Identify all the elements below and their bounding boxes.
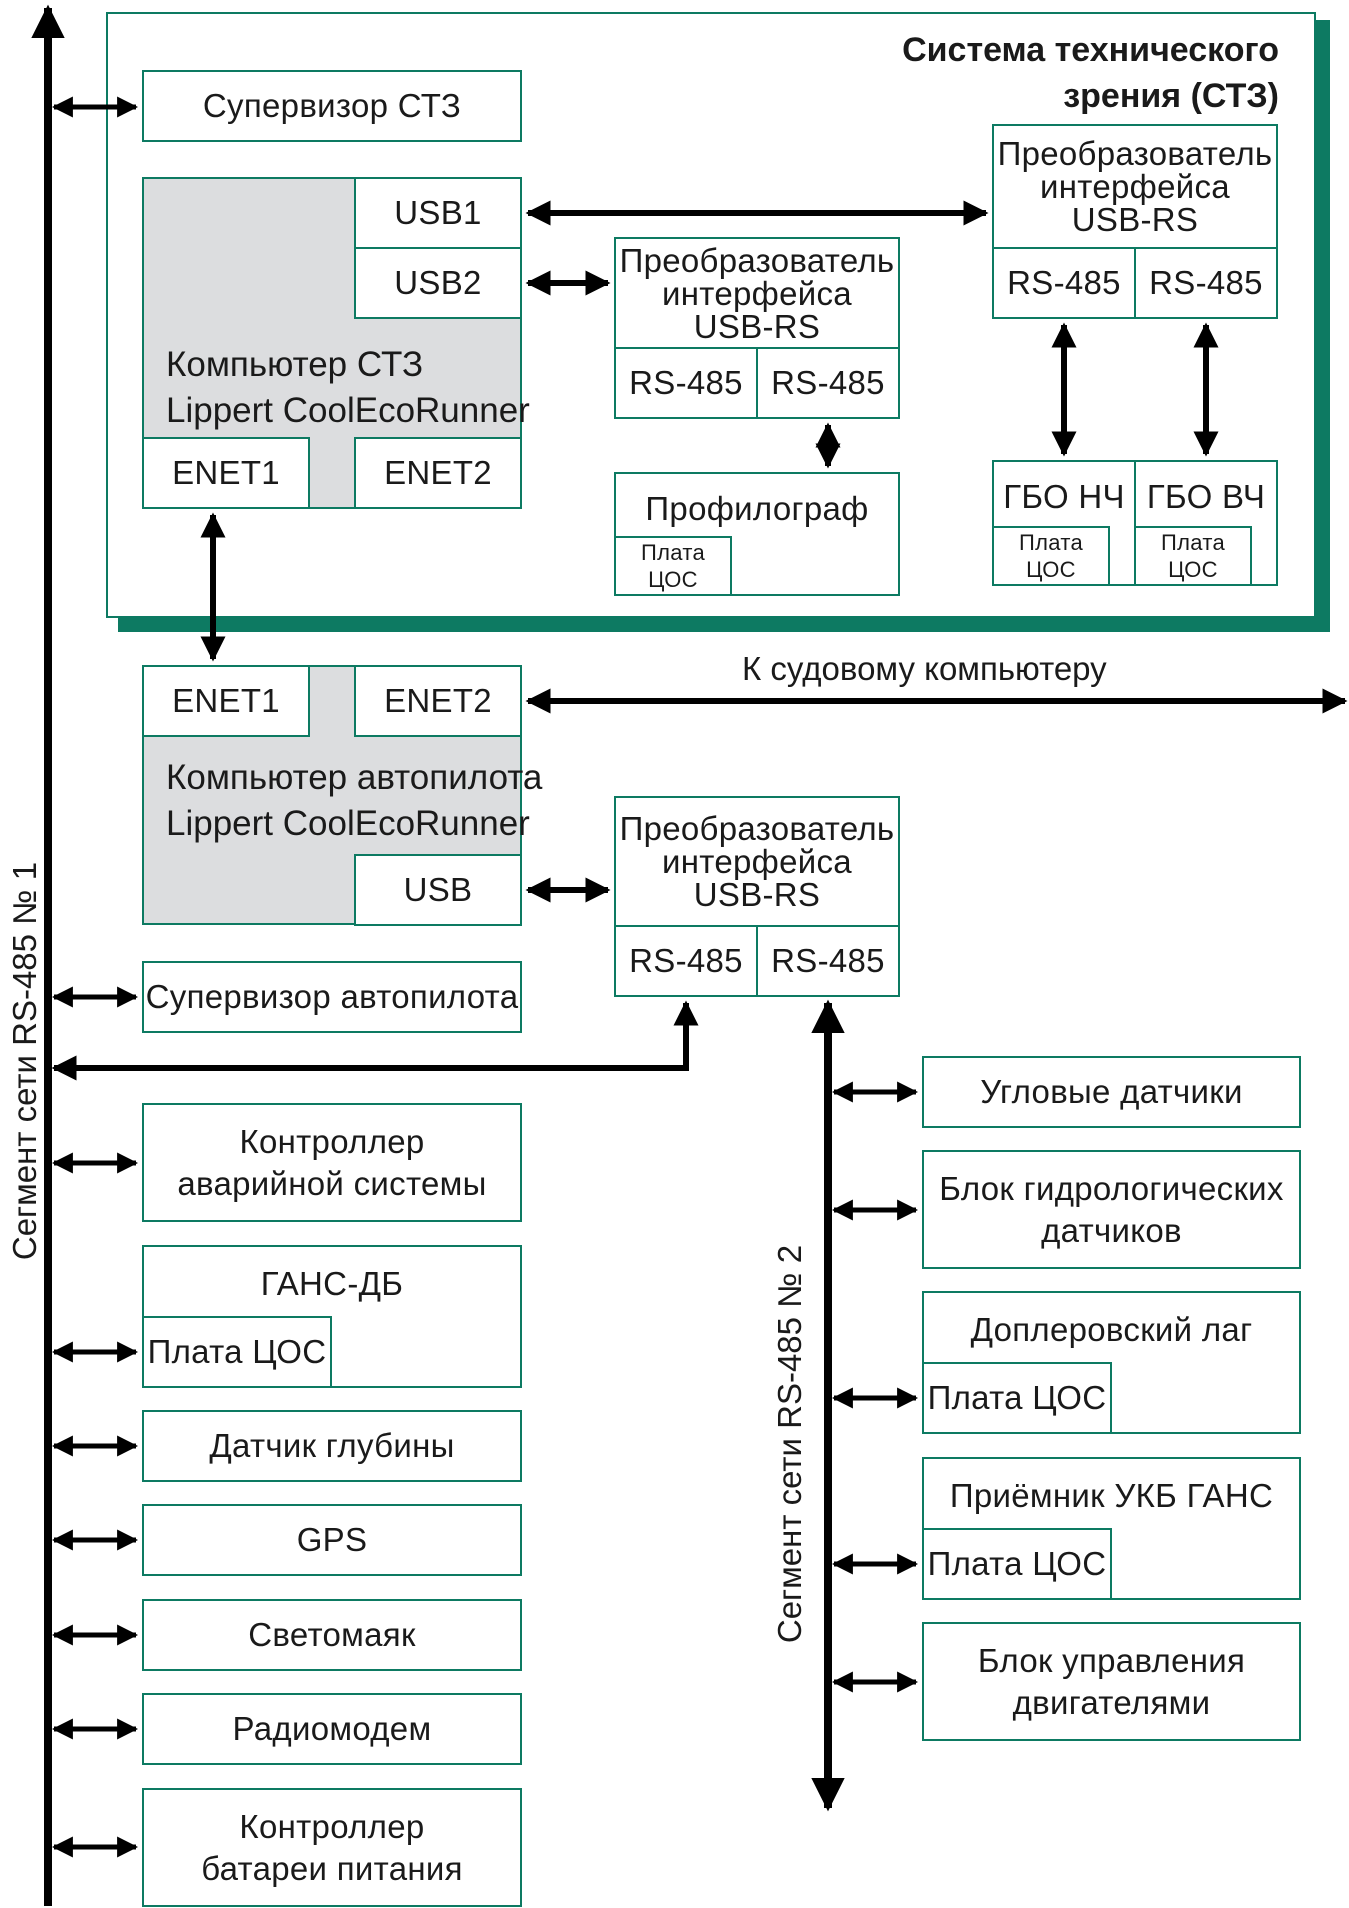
stz-converter-right-line1: Преобразователь — [997, 135, 1273, 172]
stz-title-line1: Система технического — [902, 31, 1279, 69]
gbo-lf-board-label: Плата ЦОС — [1019, 529, 1083, 583]
beacon-label: Светомаяк — [248, 1616, 416, 1654]
battery-controller: Контроллер батареи питания — [142, 1788, 522, 1907]
gbo-lf-label: ГБО НЧ — [1003, 478, 1125, 515]
depth-sensor-label: Датчик глубины — [209, 1427, 455, 1465]
doppler-log-board-label: Плата ЦОС — [927, 1379, 1107, 1417]
gbo-hf-board: Плата ЦОС — [1134, 526, 1252, 586]
gbo-hf-label: ГБО ВЧ — [1146, 478, 1266, 515]
autopilot-converter: Преобразователь интерфейса USB-RS — [614, 796, 900, 927]
gans-db-board-label: Плата ЦОС — [147, 1333, 327, 1371]
stz-title: Система технического зрения (СТЗ) — [902, 28, 1279, 120]
ukb-gans-receiver-board-label: Плата ЦОС — [927, 1545, 1107, 1583]
battery-controller-line1: Контроллер — [239, 1808, 425, 1846]
depth-sensor: Датчик глубины — [142, 1410, 522, 1482]
battery-controller-line2: батареи питания — [201, 1849, 463, 1887]
stz-usb2-port: USB2 — [354, 247, 522, 319]
radio-modem-label: Радиомодем — [232, 1710, 432, 1748]
stz-title-line2: зрения (СТЗ) — [1063, 76, 1279, 115]
link-autopilot-converter-bus1 — [51, 1000, 699, 1081]
stz-converter-right-rs-b-label: RS-485 — [1149, 264, 1263, 302]
stz-usb1-port: USB1 — [354, 177, 522, 249]
stz-enet1-port: ENET1 — [142, 437, 310, 509]
stz-converter-right: Преобразователь интерфейса USB-RS — [992, 124, 1278, 249]
gps: GPS — [142, 1504, 522, 1576]
autopilot-converter-rs-b: RS-485 — [756, 925, 900, 997]
alarm-controller-line2: аварийной системы — [177, 1164, 487, 1202]
gans-db-label: ГАНС-ДБ — [260, 1265, 404, 1302]
autopilot-converter-rs-b-label: RS-485 — [771, 942, 885, 980]
gbo-hf-board-label: Плата ЦОС — [1161, 529, 1225, 583]
stz-computer-label: Компьютер СТЗ Lippert CoolEcoRunner — [166, 342, 530, 433]
hydro-sensors-block: Блок гидрологических датчиков — [922, 1150, 1301, 1269]
autopilot-enet2-label: ENET2 — [384, 682, 492, 720]
stz-converter-right-rs-a-label: RS-485 — [1007, 264, 1121, 302]
stz-converter-right-line2: интерфейса — [1040, 168, 1230, 205]
autopilot-converter-line1: Преобразователь — [619, 810, 895, 847]
hydro-sensors-line1: Блок гидрологических — [939, 1170, 1284, 1208]
angle-sensors: Угловые датчики — [922, 1056, 1301, 1128]
autopilot-computer-line1: Компьютер автопилота — [166, 758, 543, 797]
stz-converter-mid-line1: Преобразователь — [619, 241, 895, 279]
autopilot-converter-rs-a: RS-485 — [614, 925, 758, 997]
gbo-lf-board: Плата ЦОС — [992, 526, 1110, 586]
stz-supervisor-label: Супервизор СТЗ — [202, 87, 462, 125]
motor-control-line1: Блок управления — [977, 1642, 1246, 1680]
alarm-controller-line1: Контроллер — [239, 1123, 425, 1161]
gps-label: GPS — [296, 1521, 368, 1559]
beacon: Светомаяк — [142, 1599, 522, 1671]
angle-sensors-label: Угловые датчики — [980, 1073, 1243, 1111]
profilograph-label: Профилограф — [645, 490, 869, 527]
profilograph-board: Плата ЦОС — [614, 536, 732, 596]
profilograph-board-label: Плата ЦОС — [641, 539, 705, 593]
autopilot-computer-label: Компьютер автопилота Lippert CoolEcoRunn… — [166, 755, 542, 846]
radio-modem: Радиомодем — [142, 1693, 522, 1765]
stz-enet2-port: ENET2 — [354, 437, 522, 509]
doppler-log-board: Плата ЦОС — [922, 1362, 1112, 1434]
stz-converter-mid-rs-b: RS-485 — [756, 347, 900, 419]
stz-converter-mid-rs-a-label: RS-485 — [629, 364, 743, 402]
doppler-log-label: Доплеровский лаг — [970, 1311, 1253, 1348]
gans-db-board: Плата ЦОС — [142, 1316, 332, 1388]
autopilot-converter-line2: интерфейса — [662, 843, 852, 880]
stz-computer-line2: Lippert CoolEcoRunner — [166, 390, 530, 430]
stz-enet2-label: ENET2 — [384, 454, 492, 492]
stz-computer-line1: Компьютер СТЗ — [166, 345, 424, 384]
stz-supervisor: Супервизор СТЗ — [142, 70, 522, 142]
to-ship-computer-label: К судовому компьютеру — [742, 650, 1107, 687]
ukb-gans-receiver-label: Приёмник УКБ ГАНС — [949, 1477, 1274, 1514]
stz-enet1-label: ENET1 — [172, 454, 280, 492]
ukb-gans-receiver-board: Плата ЦОС — [922, 1528, 1112, 1600]
stz-usb2-label: USB2 — [394, 264, 482, 302]
autopilot-usb-port: USB — [354, 854, 522, 926]
stz-converter-mid-rs-a: RS-485 — [614, 347, 758, 419]
stz-usb1-label: USB1 — [394, 194, 482, 232]
stz-converter-right-rs-b: RS-485 — [1134, 247, 1278, 319]
stz-converter-mid-rs-b-label: RS-485 — [771, 364, 885, 402]
stz-converter-right-rs-a: RS-485 — [992, 247, 1136, 319]
autopilot-converter-line3: USB-RS — [693, 876, 821, 913]
autopilot-enet1-label: ENET1 — [172, 682, 280, 720]
stz-converter-mid-line2: интерфейса — [662, 274, 852, 312]
autopilot-enet2-port: ENET2 — [354, 665, 522, 737]
autopilot-converter-rs-a-label: RS-485 — [629, 942, 743, 980]
autopilot-computer-line2: Lippert CoolEcoRunner — [166, 803, 530, 843]
stz-converter-mid-line3: USB-RS — [693, 307, 821, 345]
alarm-controller: Контроллер аварийной системы — [142, 1103, 522, 1222]
motor-control-block: Блок управления двигателями — [922, 1622, 1301, 1741]
autopilot-enet1-port: ENET1 — [142, 665, 310, 737]
motor-control-line2: двигателями — [1012, 1683, 1211, 1721]
hydro-sensors-line2: датчиков — [1041, 1211, 1182, 1249]
autopilot-usb-label: USB — [403, 871, 473, 909]
stz-converter-right-line3: USB-RS — [1071, 201, 1199, 238]
